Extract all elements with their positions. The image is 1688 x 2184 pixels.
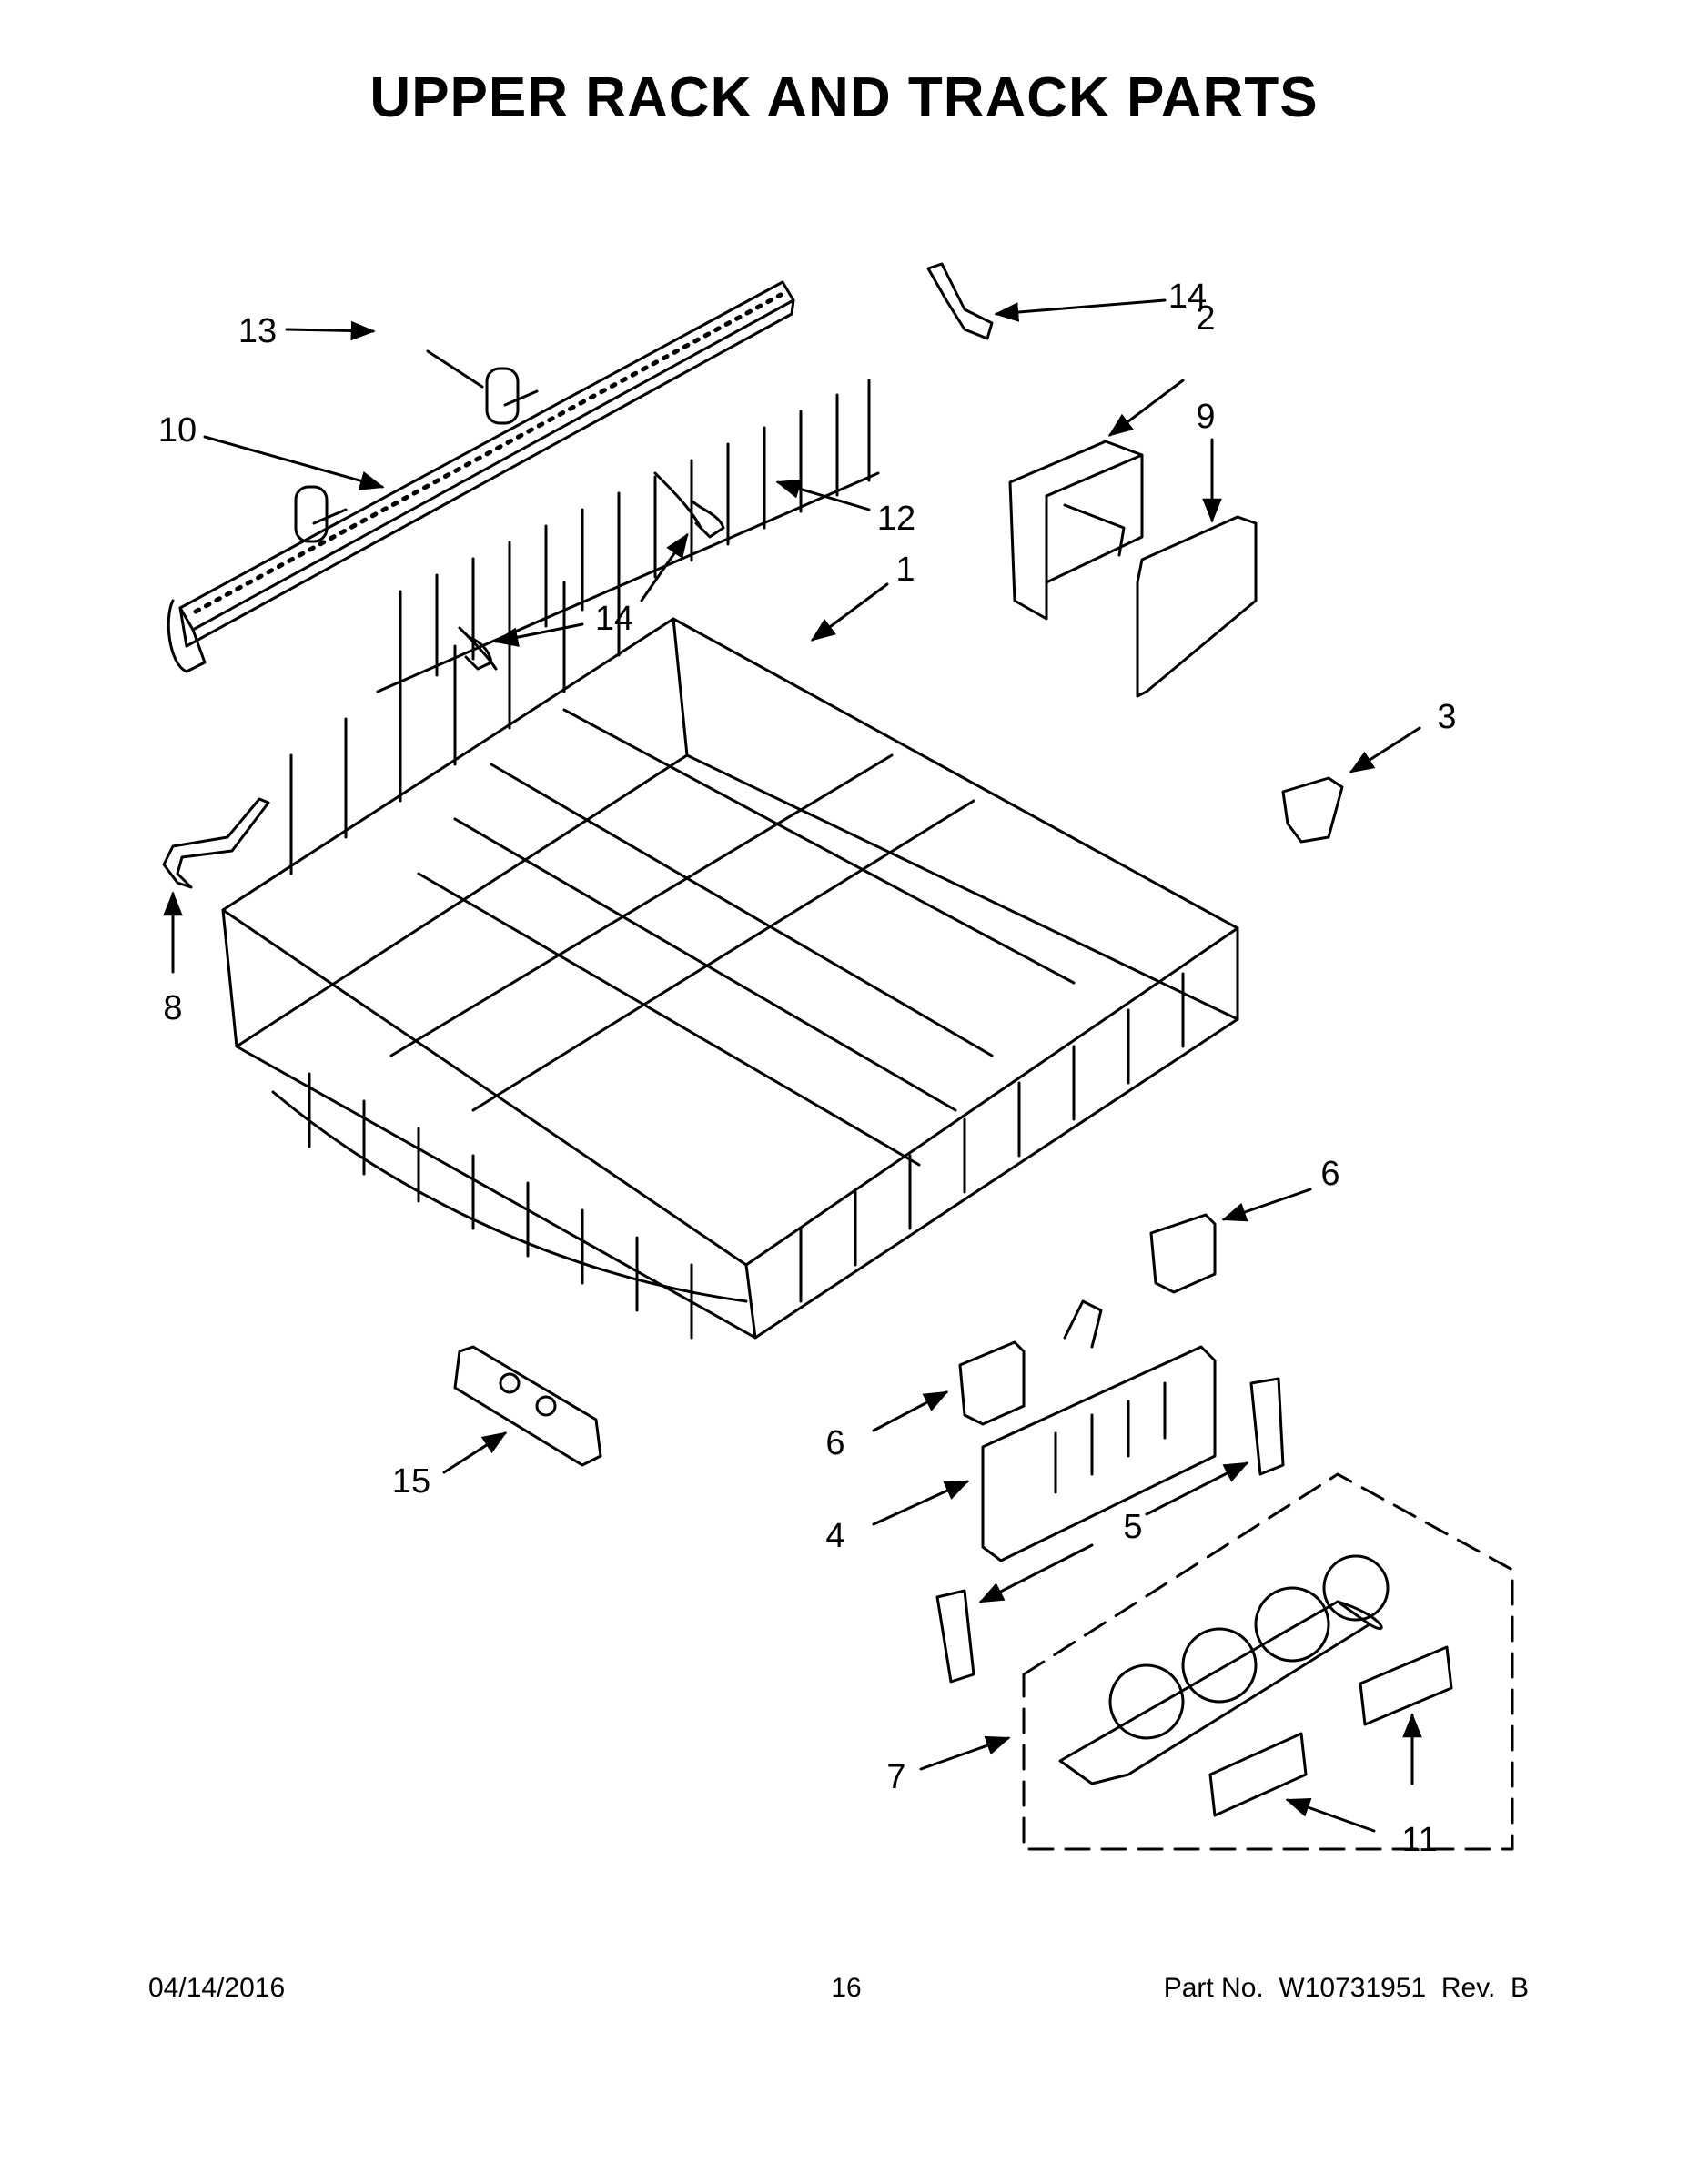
rack-fixture bbox=[453, 1345, 602, 1467]
callout-14-top: 14 bbox=[1168, 278, 1207, 316]
callout-15: 15 bbox=[392, 1462, 430, 1501]
arrow-11a bbox=[1285, 1798, 1376, 1833]
upper-track-rail bbox=[167, 280, 795, 673]
footer-part-number: Part No. W10731951 Rev. B bbox=[1163, 1973, 1529, 2003]
arrow-6a bbox=[1221, 1188, 1312, 1222]
adjuster-housing bbox=[1008, 440, 1144, 621]
callout-9: 9 bbox=[1196, 398, 1215, 436]
rack-bumper bbox=[162, 797, 270, 889]
upper-dishrack bbox=[221, 562, 1239, 1340]
callout-6-lower: 6 bbox=[825, 1424, 844, 1462]
tine-assembly-group bbox=[1022, 1472, 1514, 1851]
callout-7: 7 bbox=[886, 1758, 905, 1796]
divider-clip-upper bbox=[1149, 1213, 1217, 1294]
callout-4: 4 bbox=[825, 1517, 844, 1555]
callout-1: 1 bbox=[895, 551, 915, 589]
arrow-14b bbox=[640, 532, 689, 602]
arrow-2 bbox=[1107, 379, 1185, 437]
divider-slide-right bbox=[1249, 1377, 1285, 1476]
arrow-5a bbox=[1145, 1461, 1249, 1516]
arrow-4 bbox=[872, 1480, 970, 1526]
arrow-12 bbox=[775, 479, 871, 511]
divider-panel bbox=[981, 1299, 1217, 1562]
footer-date: 04/14/2016 bbox=[148, 1973, 286, 2003]
callout-6-upper: 6 bbox=[1320, 1155, 1339, 1193]
arrow-7 bbox=[919, 1735, 1011, 1771]
callout-11: 11 bbox=[1401, 1821, 1437, 1859]
callout-2: 2 bbox=[1196, 299, 1215, 338]
callout-10: 10 bbox=[158, 411, 197, 450]
callout-5: 5 bbox=[1123, 1508, 1142, 1546]
arrow-13b bbox=[426, 349, 484, 389]
divider-slide-left bbox=[935, 1589, 975, 1684]
callout-12: 12 bbox=[877, 500, 915, 538]
arrow-3 bbox=[1349, 726, 1421, 774]
arrow-13 bbox=[285, 320, 376, 341]
rack-clip-top bbox=[926, 262, 994, 340]
arrow-10 bbox=[203, 435, 385, 490]
arrow-5b bbox=[978, 1543, 1094, 1603]
rack-tine-assembly bbox=[1058, 1554, 1390, 1785]
arrow-1 bbox=[810, 582, 889, 642]
adjuster-cover bbox=[1136, 515, 1258, 698]
callout-3: 3 bbox=[1437, 698, 1456, 736]
arrow-15 bbox=[442, 1431, 508, 1474]
divider-clip-lower bbox=[958, 1340, 1026, 1426]
rack-clip-low bbox=[464, 635, 493, 671]
cup-shelf bbox=[376, 379, 880, 693]
rack-clip-mid bbox=[690, 499, 725, 539]
page-title: UPPER RACK AND TRACK PARTS bbox=[369, 66, 1319, 129]
arrow-14c bbox=[493, 622, 584, 647]
tine-clip-2 bbox=[1359, 1645, 1453, 1726]
callout-14-mid: 14 bbox=[595, 600, 633, 638]
arrow-14a bbox=[994, 298, 1167, 322]
bracket bbox=[1281, 776, 1344, 844]
tine-clip-1 bbox=[1208, 1732, 1308, 1817]
arrow-6b bbox=[872, 1390, 949, 1432]
footer-page-number: 16 bbox=[831, 1973, 862, 2003]
callout-13: 13 bbox=[238, 312, 277, 350]
callout-8: 8 bbox=[163, 989, 182, 1027]
